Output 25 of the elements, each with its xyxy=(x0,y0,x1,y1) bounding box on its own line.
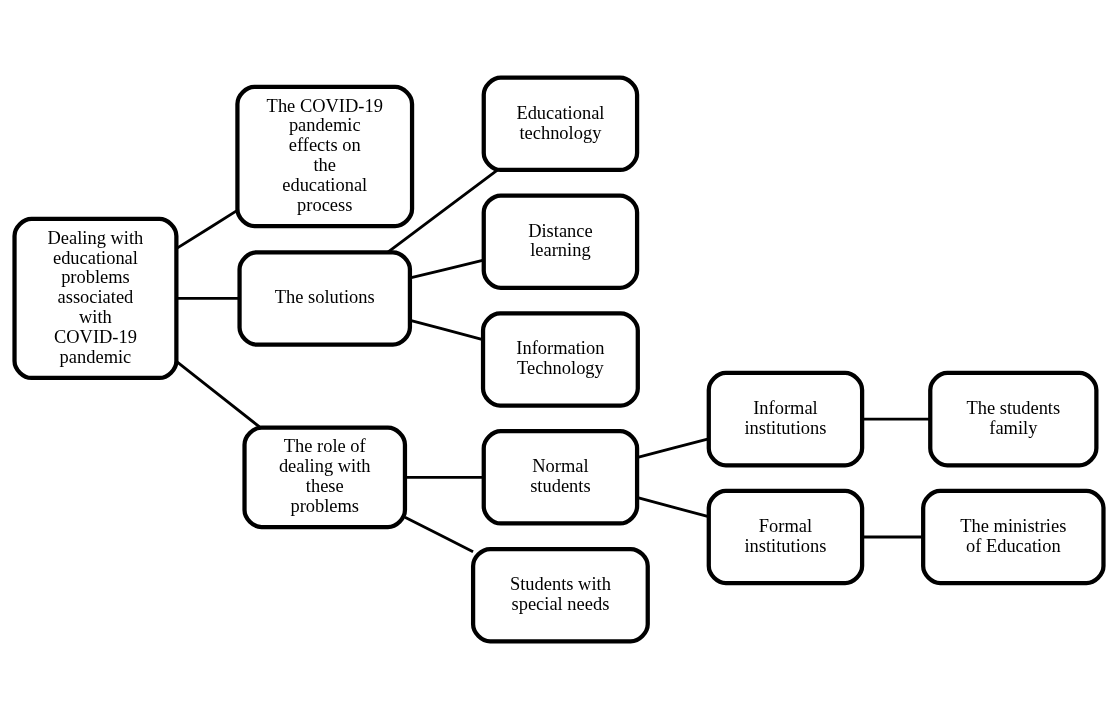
node-box: Students with special needs xyxy=(470,546,650,644)
connector xyxy=(176,297,240,300)
connector xyxy=(405,475,484,479)
node-box: Formal institutions xyxy=(706,488,865,586)
connector xyxy=(175,209,239,250)
connector xyxy=(387,168,499,254)
connector xyxy=(637,496,709,519)
connector xyxy=(409,319,484,341)
node-box: Informal institutions xyxy=(706,370,865,468)
node-box: Information Technology xyxy=(480,311,640,408)
node-box: Educational technology xyxy=(481,75,640,173)
connector xyxy=(862,417,930,421)
connector xyxy=(404,515,474,553)
node-box: The COVID-19 pandemic effects on the educational process xyxy=(235,84,415,229)
node-box: Dealing with educational problems associated with COVID-19 pandemic xyxy=(12,216,179,381)
connector xyxy=(175,360,262,429)
node-box: Distance learning xyxy=(481,193,640,290)
node-box: The ministries of Education xyxy=(921,488,1106,586)
node-box: The students family xyxy=(928,370,1099,468)
connector xyxy=(409,258,484,280)
node-box: Normal students xyxy=(481,429,640,526)
connector xyxy=(637,437,709,459)
node-box: The role of dealing with these problems xyxy=(242,425,408,530)
node-box: The solutions xyxy=(237,250,413,347)
connector xyxy=(862,535,923,539)
